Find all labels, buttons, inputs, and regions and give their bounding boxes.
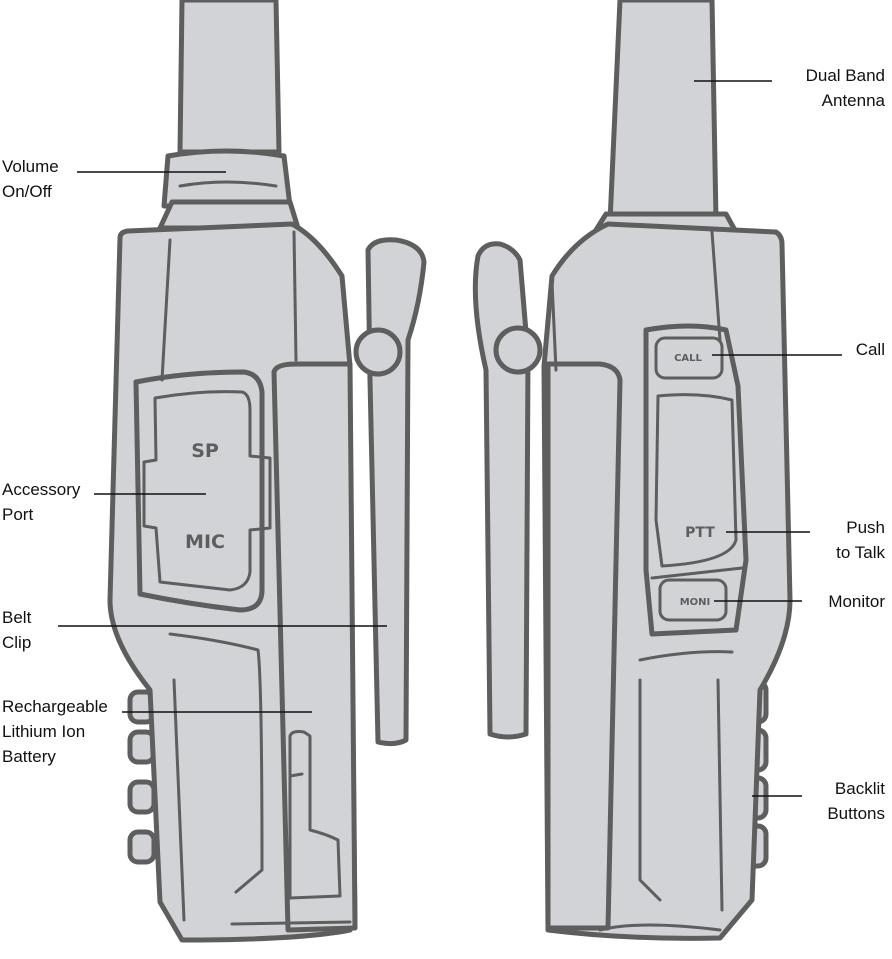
mic-label: MIC xyxy=(185,531,225,553)
callout-volume-line1: Volume xyxy=(2,157,59,176)
callout-belt-clip-line2: Clip xyxy=(2,633,32,652)
ptt-label: PTT xyxy=(685,525,715,541)
left-clip-hinge xyxy=(353,327,403,377)
left-side-button xyxy=(127,829,157,865)
right-belt-clip xyxy=(472,241,531,740)
callout-antenna-line1: Dual Band xyxy=(805,66,885,85)
callout-battery-line3: Battery xyxy=(2,747,56,766)
callout-ptt-line2: to Talk xyxy=(836,543,885,562)
callout-backlit: Backlit Buttons xyxy=(827,776,885,826)
callout-antenna: Dual Band Antenna xyxy=(806,63,885,113)
callout-ptt: Push to Talk xyxy=(836,515,885,565)
left-radio xyxy=(107,0,427,943)
right-battery xyxy=(545,361,623,931)
callout-backlit-line1: Backlit xyxy=(834,779,885,798)
moni-label: MONI xyxy=(680,597,711,608)
callout-accessory-port-line2: Port xyxy=(2,505,34,524)
volume-knob xyxy=(161,148,293,209)
moni-button xyxy=(658,578,728,622)
right-antenna xyxy=(607,0,719,225)
callout-volume: Volume On/Off xyxy=(2,154,59,204)
callout-monitor-line1: Monitor xyxy=(828,592,885,611)
callout-battery-line1: Rechargeable xyxy=(2,697,108,716)
callout-battery-line2: Lithium Ion xyxy=(2,722,86,741)
callout-call-line1: Call xyxy=(855,340,885,359)
callout-accessory-port-line1: Accessory xyxy=(2,480,81,499)
sp-label: SP xyxy=(191,440,219,462)
call-button xyxy=(654,336,724,380)
callout-backlit-line2: Buttons xyxy=(827,804,885,823)
callout-battery: Rechargeable Lithium Ion Battery xyxy=(2,694,108,769)
right-radio xyxy=(472,0,793,941)
callout-call: Call xyxy=(856,337,885,362)
right-control-panel xyxy=(643,323,749,637)
call-label: CALL xyxy=(674,353,702,364)
callout-belt-clip-line1: Belt xyxy=(2,608,32,627)
callout-volume-line2: On/Off xyxy=(2,182,52,201)
callout-belt-clip: Belt Clip xyxy=(2,605,31,655)
callout-monitor: Monitor xyxy=(828,589,885,614)
callout-antenna-line2: Antenna xyxy=(821,91,885,110)
left-antenna xyxy=(177,0,282,155)
accessory-port-cover xyxy=(133,369,265,613)
left-belt-clip xyxy=(365,237,427,747)
left-side-button xyxy=(127,779,157,815)
callout-ptt-line1: Push xyxy=(846,518,885,537)
left-battery xyxy=(271,361,358,933)
right-clip-hinge xyxy=(493,325,543,375)
callout-accessory-port: Accessory Port xyxy=(2,477,80,527)
